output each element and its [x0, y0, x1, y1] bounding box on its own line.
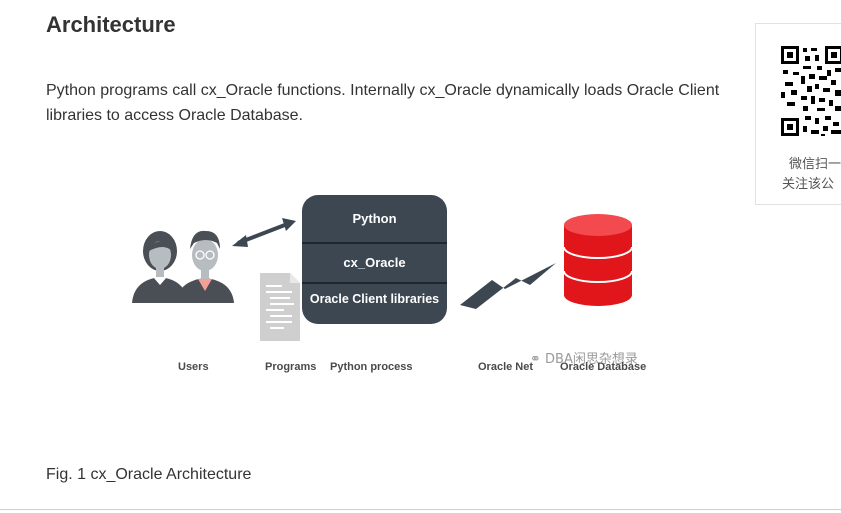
oracle-client-layer-label: Oracle Client libraries — [309, 292, 440, 306]
qr-caption-line2: 关注该公 — [782, 177, 835, 192]
architecture-figure: Python cx_Oracle Oracle Client libraries… — [120, 185, 660, 385]
figure-caption: Fig. 1 cx_Oracle Architecture — [46, 466, 252, 483]
section-divider — [0, 509, 841, 510]
programs-document-icon — [260, 273, 300, 341]
architecture-diagram — [132, 195, 633, 341]
users-label: Users — [178, 361, 209, 373]
oracle-net-label: Oracle Net — [478, 361, 534, 373]
qr-code-panel: 微信扫一 关注该公 — [755, 23, 841, 205]
wechat-icon: ⚭ — [530, 352, 541, 367]
oracle-database-label: Oracle Database — [560, 361, 647, 373]
oracle-net-bolt-icon — [460, 263, 556, 309]
section-heading: Architecture — [46, 12, 176, 37]
oracle-database-icon — [563, 214, 633, 306]
users-icon — [132, 230, 234, 303]
intro-paragraph: Python programs call cx_Oracle functions… — [46, 82, 720, 124]
cx-oracle-layer-label: cx_Oracle — [343, 255, 406, 270]
watermark-text: ⚭ DBA闲思杂想录 — [530, 348, 638, 367]
qr-caption-line1: 微信扫一 — [789, 157, 841, 172]
python-process-box — [302, 195, 447, 324]
python-process-label: Python process — [330, 361, 413, 373]
watermark-label: DBA闲思杂想录 — [545, 352, 638, 367]
qr-code-icon — [781, 46, 841, 136]
double-arrow-icon — [232, 218, 296, 247]
python-layer-label: Python — [352, 211, 397, 226]
programs-label: Programs — [265, 361, 317, 373]
